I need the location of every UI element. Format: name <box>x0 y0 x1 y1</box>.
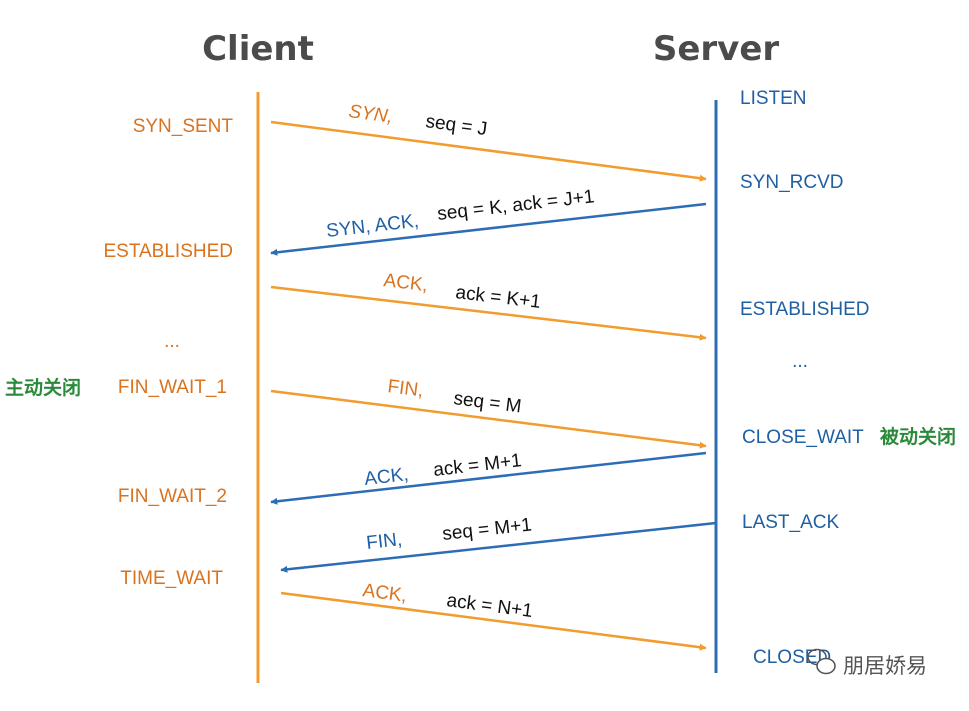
passive-close-note: 被动关闭 <box>880 425 956 448</box>
server-state-listen: LISTEN <box>740 88 807 109</box>
client-state-time-wait: TIME_WAIT <box>120 568 223 589</box>
client-state-established: ESTABLISHED <box>103 241 233 262</box>
client-state-ellipsis: ... <box>164 331 180 352</box>
message-params-fin-1: seq = M <box>452 388 522 417</box>
message-flag-ack-2: ACK, <box>363 464 409 490</box>
message-arrow-ack-3 <box>280 591 707 651</box>
message-arrow-fin-1 <box>270 389 707 449</box>
client-state-fin-wait-1: FIN_WAIT_1 <box>118 377 227 398</box>
message-arrow-ack-2 <box>270 451 707 505</box>
server-state-close-wait: CLOSE_WAIT <box>742 427 864 448</box>
server-state-last-ack: LAST_ACK <box>742 512 839 533</box>
message-params-fin-2: seq = M+1 <box>441 514 533 545</box>
server-state-established: ESTABLISHED <box>740 299 870 320</box>
message-params-ack-3: ack = N+1 <box>445 590 534 622</box>
message-arrow-syn <box>270 120 707 182</box>
watermark-text: 朋居娇易 <box>843 654 927 678</box>
message-arrow-fin-2 <box>280 521 717 573</box>
server-state-ellipsis: ... <box>792 351 808 372</box>
client-header: Client <box>202 29 314 69</box>
message-flag-fin-2: FIN, <box>365 529 403 554</box>
server-header: Server <box>653 29 780 69</box>
active-close-note: 主动关闭 <box>5 376 81 399</box>
server-state-syn-rcvd: SYN_RCVD <box>740 172 843 193</box>
message-arrow-ack <box>270 285 707 341</box>
client-state-syn-sent: SYN_SENT <box>133 116 234 137</box>
message-flag-ack: ACK, <box>382 270 429 296</box>
client-state-fin-wait-2: FIN_WAIT_2 <box>118 486 227 507</box>
wechat-icon <box>807 648 836 675</box>
message-params-syn: seq = J <box>424 111 488 140</box>
message-arrow-syn-ack <box>270 202 707 256</box>
message-flag-ack-3: ACK, <box>361 580 408 607</box>
message-flag-fin-1: FIN, <box>386 376 424 401</box>
message-flag-syn: SYN, <box>347 101 394 128</box>
message-params-ack: ack = K+1 <box>454 282 541 313</box>
